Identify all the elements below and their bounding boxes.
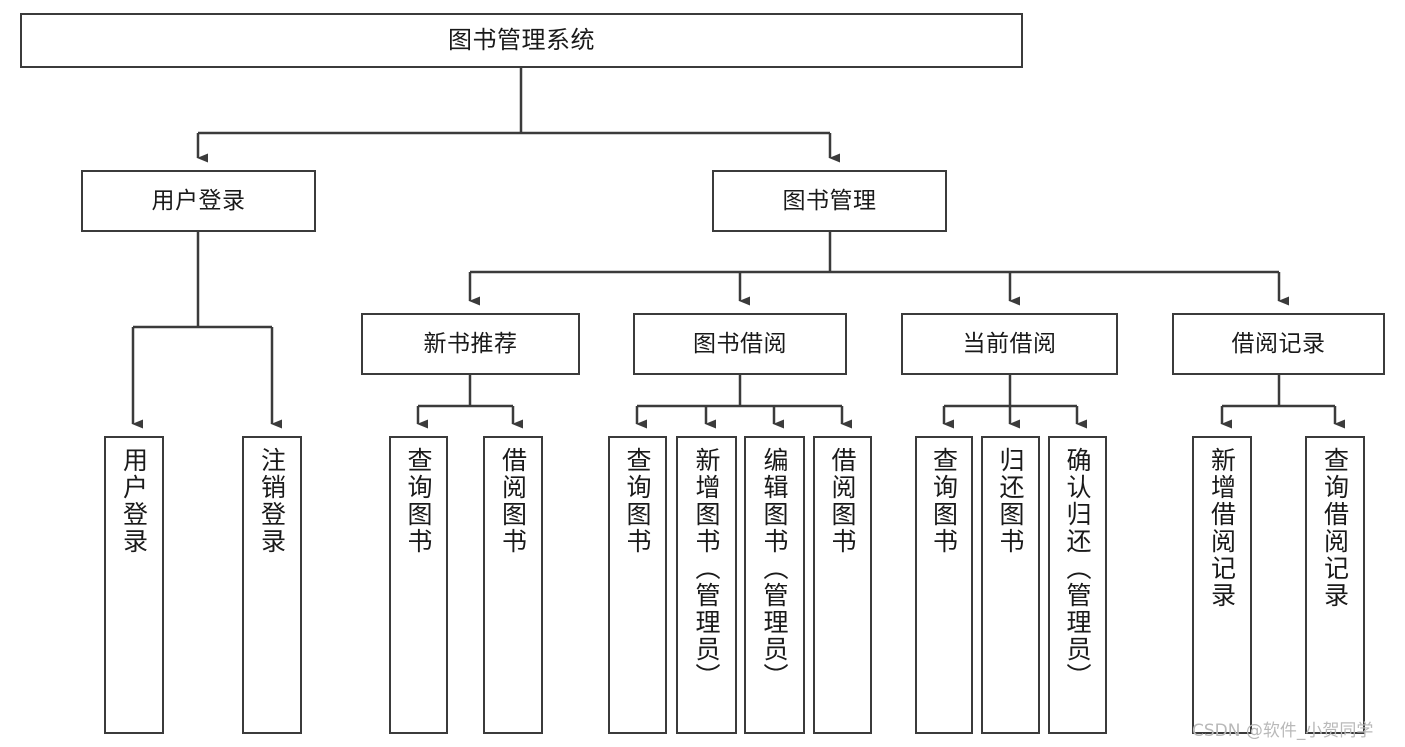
node-book-borrow-label: 图书借阅 bbox=[693, 330, 787, 357]
leaf-query-book-3[interactable]: 查询图书 bbox=[915, 436, 973, 734]
leaf-user-login[interactable]: 用户登录 bbox=[104, 436, 164, 734]
node-new-book-recommend[interactable]: 新书推荐 bbox=[361, 313, 580, 375]
leaf-add-book-label: 新增图书（管理员） bbox=[692, 447, 721, 690]
leaf-confirm-return[interactable]: 确认归还（管理员） bbox=[1048, 436, 1107, 734]
leaf-query-book-2-label: 查询图书 bbox=[623, 447, 652, 555]
node-root-label: 图书管理系统 bbox=[448, 25, 595, 54]
leaf-borrow-book-2[interactable]: 借阅图书 bbox=[813, 436, 872, 734]
leaf-add-record-label: 新增借阅记录 bbox=[1207, 447, 1237, 609]
leaf-query-book-1[interactable]: 查询图书 bbox=[389, 436, 448, 734]
node-new-book-recommend-label: 新书推荐 bbox=[423, 330, 518, 357]
leaf-edit-book[interactable]: 编辑图书（管理员） bbox=[744, 436, 805, 734]
node-book-manage[interactable]: 图书管理 bbox=[712, 170, 947, 232]
leaf-add-book[interactable]: 新增图书（管理员） bbox=[676, 436, 737, 734]
node-root[interactable]: 图书管理系统 bbox=[20, 13, 1023, 68]
leaf-query-record[interactable]: 查询借阅记录 bbox=[1305, 436, 1365, 734]
leaf-borrow-book-1[interactable]: 借阅图书 bbox=[483, 436, 543, 734]
node-book-manage-label: 图书管理 bbox=[782, 187, 877, 214]
leaf-return-book-label: 归还图书 bbox=[996, 447, 1025, 555]
node-borrow-record-label: 借阅记录 bbox=[1231, 330, 1326, 357]
leaf-borrow-book-2-label: 借阅图书 bbox=[828, 447, 857, 555]
leaf-query-book-1-label: 查询图书 bbox=[404, 447, 433, 555]
node-book-borrow[interactable]: 图书借阅 bbox=[633, 313, 847, 375]
leaf-user-login-label: 用户登录 bbox=[119, 447, 149, 555]
leaf-borrow-book-1-label: 借阅图书 bbox=[498, 447, 528, 555]
leaf-query-book-3-label: 查询图书 bbox=[929, 447, 959, 555]
leaf-logout-label: 注销登录 bbox=[257, 447, 287, 555]
leaf-query-record-label: 查询借阅记录 bbox=[1320, 447, 1350, 609]
csdn-watermark: CSDN @软件_小贺同学 bbox=[1192, 721, 1374, 741]
node-borrow-record[interactable]: 借阅记录 bbox=[1172, 313, 1385, 375]
leaf-add-record[interactable]: 新增借阅记录 bbox=[1192, 436, 1252, 734]
leaf-return-book[interactable]: 归还图书 bbox=[981, 436, 1040, 734]
node-user-login[interactable]: 用户登录 bbox=[81, 170, 316, 232]
leaf-query-book-2[interactable]: 查询图书 bbox=[608, 436, 667, 734]
node-current-borrow[interactable]: 当前借阅 bbox=[901, 313, 1118, 375]
node-user-login-label: 用户登录 bbox=[151, 187, 246, 214]
leaf-confirm-return-label: 确认归还（管理员） bbox=[1063, 447, 1092, 690]
node-current-borrow-label: 当前借阅 bbox=[962, 330, 1057, 357]
leaf-logout[interactable]: 注销登录 bbox=[242, 436, 302, 734]
leaf-edit-book-label: 编辑图书（管理员） bbox=[760, 447, 789, 690]
